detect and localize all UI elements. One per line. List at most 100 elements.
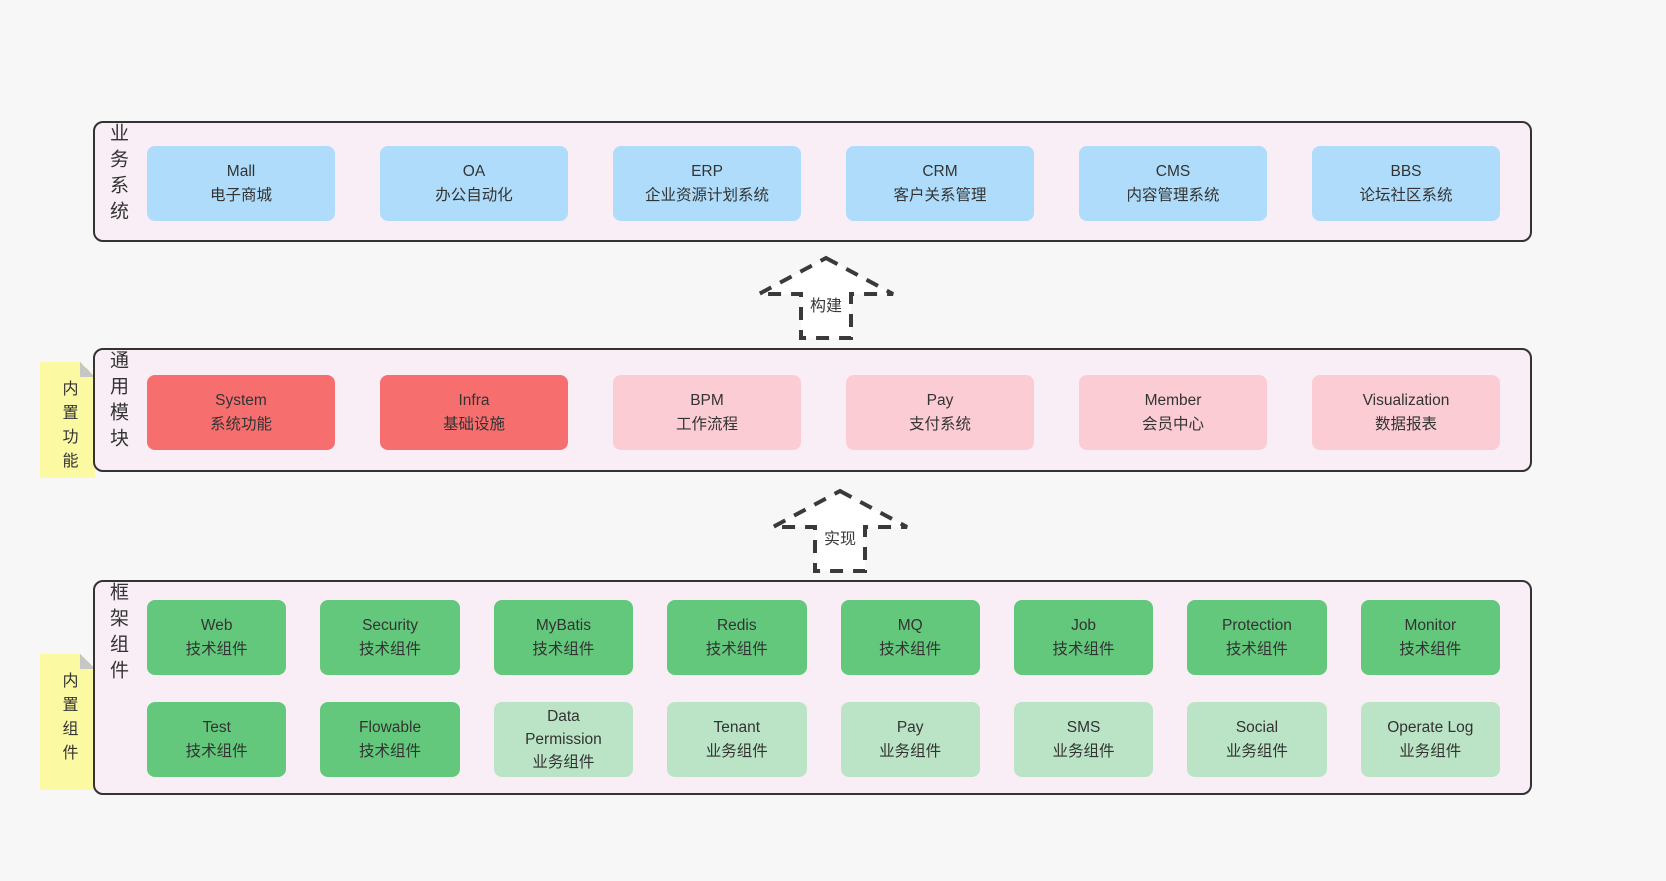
- box-subtitle: 基础设施: [442, 415, 505, 433]
- framework-components-row1: Web 技术组件 Security 技术组件 MyBatis 技术组件: [147, 600, 1500, 675]
- business-systems-grid: Mall 电子商城 OA 办公自动化 ERP 企业资源计划系统 CRM: [147, 146, 1500, 221]
- box-title: BPM: [690, 392, 724, 410]
- box-title: Visualization: [1362, 392, 1450, 410]
- box-subtitle: 技术组件: [879, 640, 942, 658]
- box-subtitle: 业务组件: [705, 742, 768, 760]
- business-system-box: CMS 内容管理系统: [1079, 146, 1267, 221]
- box-subtitle: 企业资源计划系统: [644, 186, 769, 204]
- box-subtitle: 业务组件: [1225, 742, 1288, 760]
- box-subtitle: 业务组件: [532, 754, 595, 772]
- component-box: Data Permission 业务组件: [493, 702, 634, 777]
- box-title: Mall: [226, 163, 256, 181]
- implement-arrow: 实现: [770, 488, 910, 574]
- box-subtitle: 技术组件: [359, 640, 422, 658]
- component-box: MyBatis 技术组件: [493, 600, 634, 675]
- component-box: Tenant 业务组件: [667, 702, 807, 777]
- box-title: CRM: [922, 163, 958, 181]
- business-system-box: OA 办公自动化: [380, 146, 568, 221]
- module-box: BPM 工作流程: [613, 375, 801, 450]
- module-box: Pay 支付系统: [846, 375, 1034, 450]
- business-systems-label: 业务系统: [107, 123, 128, 227]
- business-system-box: ERP 企业资源计划系统: [613, 146, 801, 221]
- box-title: Social: [1235, 719, 1279, 737]
- box-title: OA: [462, 163, 486, 181]
- module-box: Member 会员中心: [1079, 375, 1267, 450]
- box-title: MQ: [897, 617, 923, 635]
- box-title: Operate Log: [1387, 719, 1474, 737]
- box-subtitle: 业务组件: [879, 742, 942, 760]
- build-arrow-label: 构建: [806, 291, 846, 317]
- box-title: ERP: [691, 163, 723, 181]
- box-subtitle: 工作流程: [675, 415, 738, 433]
- box-title: CMS: [1155, 163, 1191, 181]
- common-modules-grid: System 系统功能 Infra 基础设施 BPM 工作流程 Pay: [147, 375, 1500, 450]
- box-title: Tenant: [713, 719, 761, 737]
- box-title: Test: [202, 719, 231, 737]
- box-subtitle: 技术组件: [1399, 640, 1462, 658]
- build-arrow: 构建: [756, 255, 896, 341]
- component-box: Web 技术组件: [147, 600, 287, 675]
- sticky-note-builtin-components: 内置组件: [40, 654, 95, 790]
- business-system-box: CRM 客户关系管理: [846, 146, 1034, 221]
- box-subtitle: 内容管理系统: [1126, 186, 1220, 204]
- box-title: BBS: [1390, 163, 1422, 181]
- box-title: Infra: [458, 392, 490, 410]
- box-title: Data Permission: [525, 707, 602, 748]
- sticky-note-text: 内置功能: [59, 380, 77, 476]
- box-subtitle: 客户关系管理: [893, 186, 987, 204]
- note-fold-corner-icon: [80, 654, 95, 669]
- framework-components-panel: 框架组件 Web 技术组件 Security 技术组件 MyBatis: [93, 580, 1532, 795]
- box-title: Job: [1071, 617, 1097, 635]
- component-box: SMS 业务组件: [1013, 702, 1154, 777]
- box-subtitle: 技术组件: [1052, 640, 1115, 658]
- box-subtitle: 技术组件: [185, 640, 248, 658]
- box-title: Protection: [1222, 617, 1292, 635]
- box-subtitle: 业务组件: [1052, 742, 1115, 760]
- component-box: Pay 业务组件: [840, 702, 980, 777]
- module-box: Visualization 数据报表: [1312, 375, 1500, 450]
- box-subtitle: 支付系统: [908, 415, 971, 433]
- box-subtitle: 技术组件: [185, 742, 248, 760]
- sticky-note-text: 内置组件: [59, 672, 77, 768]
- module-box: Infra 基础设施: [380, 375, 568, 450]
- note-fold-corner-icon: [80, 362, 95, 377]
- component-box: Protection 技术组件: [1187, 600, 1327, 675]
- component-box: Job 技术组件: [1013, 600, 1154, 675]
- box-subtitle: 电子商城: [209, 186, 272, 204]
- component-box: MQ 技术组件: [840, 600, 980, 675]
- box-title: MyBatis: [535, 617, 591, 635]
- sticky-note-builtin-features: 内置功能: [40, 362, 95, 478]
- box-subtitle: 技术组件: [359, 742, 422, 760]
- component-box: Monitor 技术组件: [1360, 600, 1500, 675]
- box-title: Web: [200, 617, 233, 635]
- component-box: Social 业务组件: [1187, 702, 1327, 777]
- box-subtitle: 业务组件: [1399, 742, 1462, 760]
- component-box: Operate Log 业务组件: [1360, 702, 1500, 777]
- box-subtitle: 办公自动化: [435, 186, 513, 204]
- common-modules-panel: 通用模块 System 系统功能 Infra 基础设施 BPM: [93, 348, 1532, 472]
- framework-components-label: 框架组件: [107, 582, 128, 686]
- box-subtitle: 技术组件: [705, 640, 768, 658]
- box-title: Flowable: [359, 719, 422, 737]
- business-system-box: Mall 电子商城: [147, 146, 335, 221]
- box-title: Security: [362, 617, 419, 635]
- box-title: Monitor: [1404, 617, 1457, 635]
- box-subtitle: 论坛社区系统: [1359, 186, 1453, 204]
- framework-components-row2: Test 技术组件 Flowable 技术组件 Data Permission …: [147, 702, 1500, 777]
- box-title: Pay: [896, 719, 924, 737]
- box-title: Redis: [716, 617, 757, 635]
- box-subtitle: 系统功能: [209, 415, 272, 433]
- component-box: Security 技术组件: [320, 600, 460, 675]
- box-title: Member: [1144, 392, 1202, 410]
- module-box: System 系统功能: [147, 375, 335, 450]
- component-box: Redis 技术组件: [667, 600, 807, 675]
- business-systems-panel: 业务系统 Mall 电子商城 OA 办公自动化 ERP: [93, 121, 1532, 242]
- box-subtitle: 会员中心: [1141, 415, 1204, 433]
- business-system-box: BBS 论坛社区系统: [1312, 146, 1500, 221]
- box-title: Pay: [926, 392, 954, 410]
- box-title: SMS: [1066, 719, 1101, 737]
- box-subtitle: 技术组件: [532, 640, 595, 658]
- component-box: Flowable 技术组件: [320, 702, 460, 777]
- implement-arrow-label: 实现: [820, 524, 860, 550]
